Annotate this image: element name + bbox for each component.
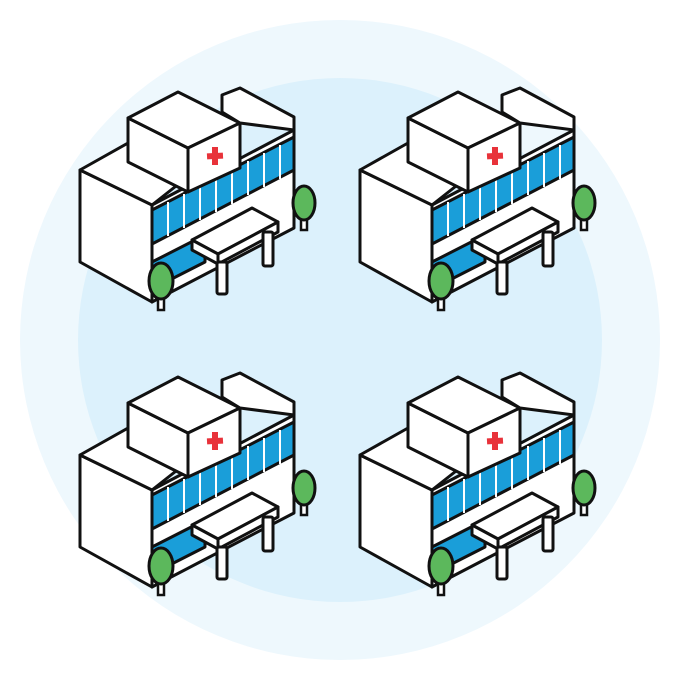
hospital-illustration	[20, 20, 660, 660]
